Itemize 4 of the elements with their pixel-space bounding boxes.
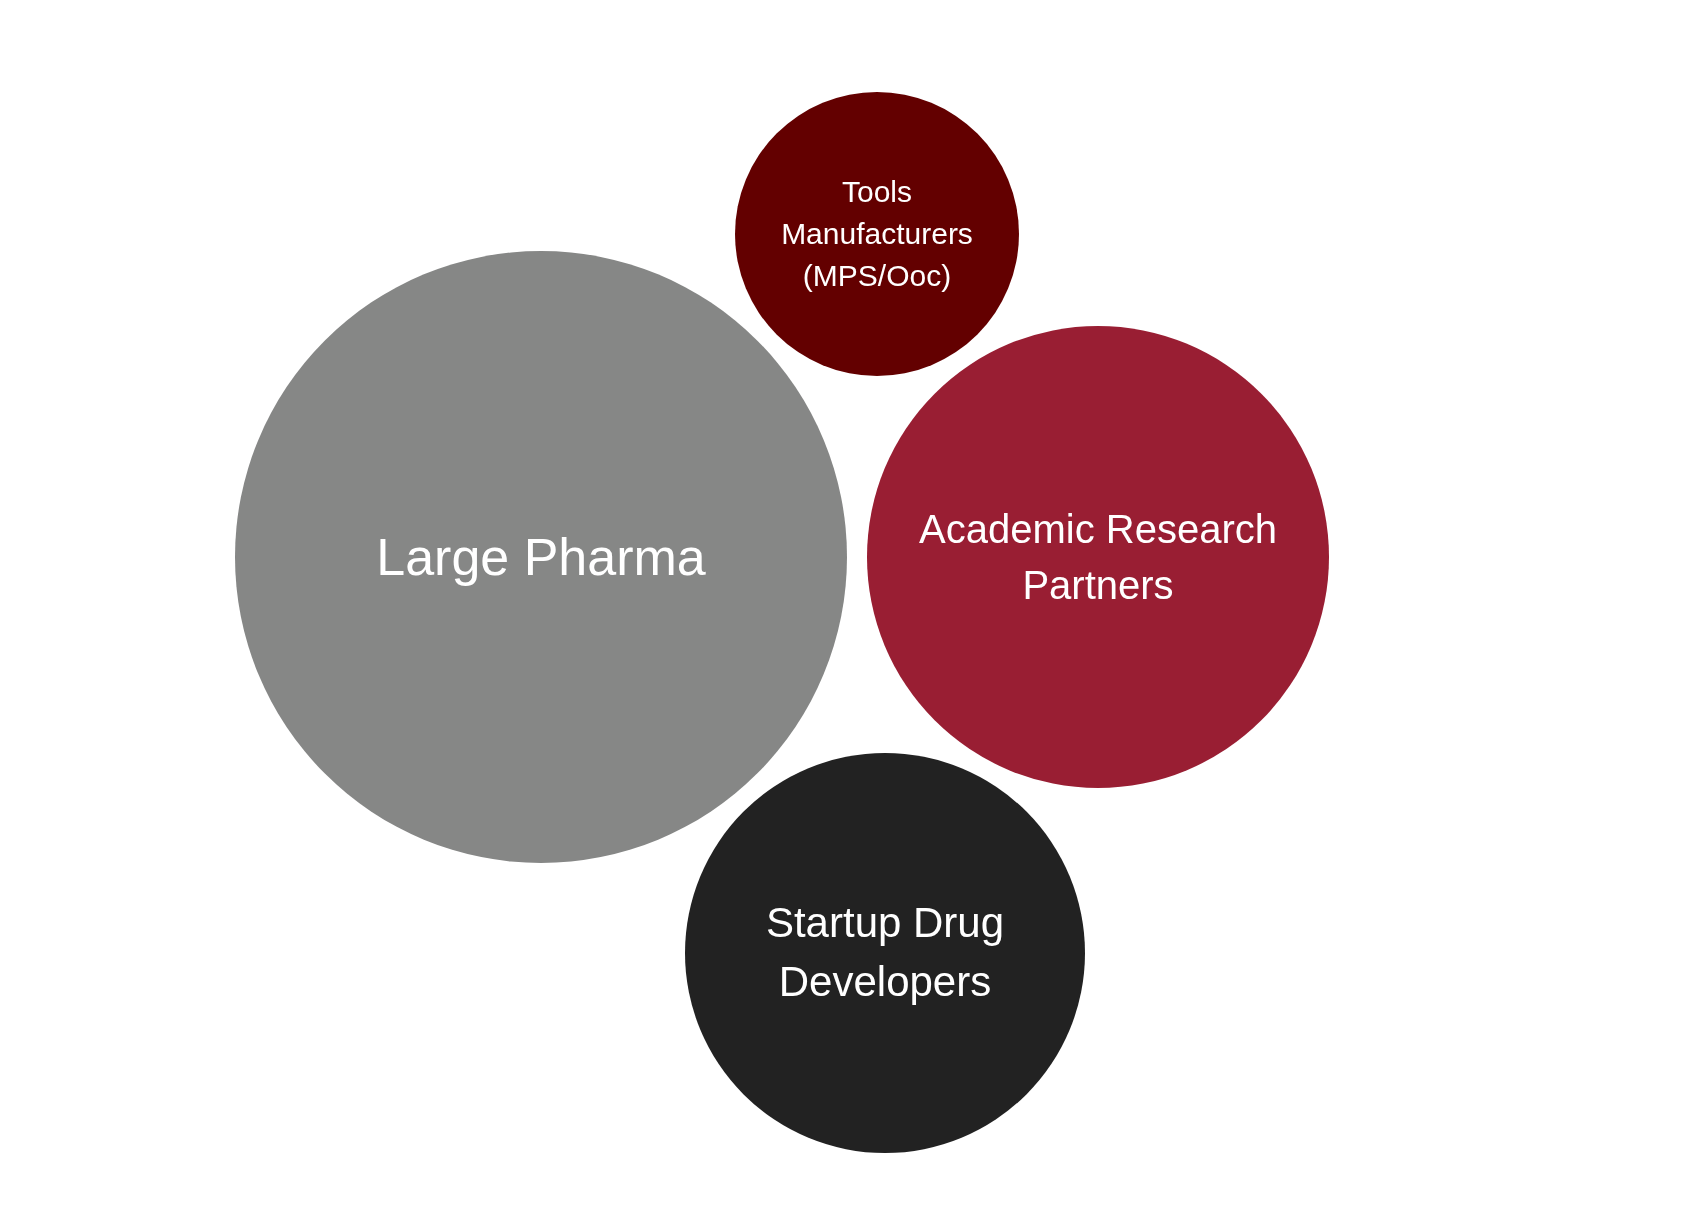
node-label: Startup Drug Developers — [764, 898, 1006, 1007]
node-label: Academic Research Partners — [918, 506, 1278, 609]
node-label: Large Pharma — [376, 526, 706, 588]
node-label: Tools Manufacturers (MPS/Ooc) — [780, 174, 974, 294]
